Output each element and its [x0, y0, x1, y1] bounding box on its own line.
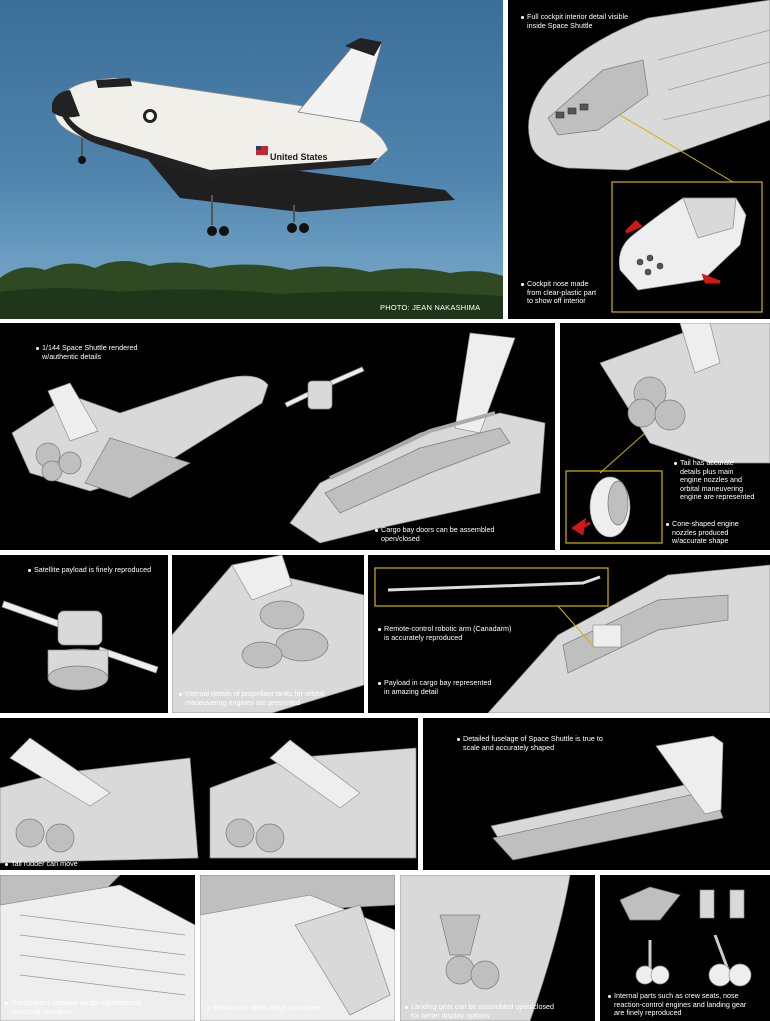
- fuselage-illustration: [490, 735, 724, 861]
- tanks-panel: Internal details of propellant tanks for…: [172, 555, 364, 713]
- gear-illustration: [400, 875, 571, 1021]
- caption-rudder: Tail rudder can move: [5, 859, 78, 868]
- shuttle-photo: United States: [0, 38, 503, 319]
- caption-fuselage: Detailed fuselage of Space Shuttle is tr…: [457, 734, 603, 752]
- caption-satellite: Satellite payload is finely reproduced: [27, 565, 152, 574]
- shuttle-model-illustration: [11, 332, 546, 544]
- caption-cargo-doors: Cargo bay doors can be assembled open/cl…: [374, 525, 495, 543]
- cockpit-illustration: [528, 0, 770, 313]
- photo-panel: United States PHOTO: JEAN NAKASHIMA: [0, 0, 503, 319]
- rudder-panel: Tail rudder can move: [0, 718, 418, 870]
- internal-parts-panel: Internal parts such as crew seats, nose …: [600, 875, 770, 1021]
- gear-panel: Landing gear can be assembled open/close…: [400, 875, 595, 1021]
- caption-tail: Tail has accurate details plus main engi…: [673, 458, 755, 502]
- caption-cockpit-nose: Cockpit nose made from clear-plastic par…: [520, 279, 597, 306]
- tanks-illustration: [172, 555, 364, 713]
- cockpit-panel: Full cockpit interior detail visible ins…: [508, 0, 770, 319]
- wings-illustration: [0, 875, 195, 1021]
- caption-payload: Payload in cargo bay represented in amaz…: [377, 678, 492, 696]
- caption-scale: 1/144 Space Shuttle rendered w/authentic…: [36, 343, 138, 361]
- rudder-illustration: [0, 737, 417, 864]
- caption-elevons: Elevons on delta wings can move: [207, 1003, 320, 1012]
- elevons-panel: Elevons on delta wings can move: [200, 875, 395, 1021]
- photo-credit: PHOTO: JEAN NAKASHIMA: [380, 303, 481, 312]
- wings-panel: Transparent cutaway wings w/preformed st…: [0, 875, 195, 1021]
- caption-nozzles: Cone-shaped engine nozzles produced w/ac…: [666, 519, 739, 546]
- tail-panel: Tail has accurate details plus main engi…: [560, 323, 770, 550]
- caption-cockpit-interior: Full cockpit interior detail visible ins…: [520, 12, 629, 30]
- satellite-panel: Satellite payload is finely reproduced: [0, 555, 168, 713]
- tail-illustration: [565, 323, 770, 544]
- caption-internal: Internal parts such as crew seats, nose …: [607, 991, 747, 1018]
- internal-parts-illustration: [619, 886, 752, 987]
- scale-cargo-panel: 1/144 Space Shuttle rendered w/authentic…: [0, 323, 555, 550]
- canadarm-panel: Remote-control robotic arm (Canadarm) is…: [368, 555, 770, 713]
- elevons-illustration: [200, 875, 395, 1021]
- caption-gear: Landing gear can be assembled open/close…: [404, 1002, 555, 1020]
- caption-wings: Transparent cutaway wings w/preformed st…: [4, 998, 141, 1016]
- caption-canadarm: Remote-control robotic arm (Canadarm) is…: [377, 624, 512, 642]
- canadarm-illustration: [374, 564, 770, 713]
- fuselage-panel: Detailed fuselage of Space Shuttle is tr…: [423, 718, 770, 870]
- caption-tanks: Internal details of propellant tanks for…: [178, 689, 325, 707]
- united-states-decal: United States: [270, 152, 328, 162]
- satellite-illustration: [1, 600, 159, 691]
